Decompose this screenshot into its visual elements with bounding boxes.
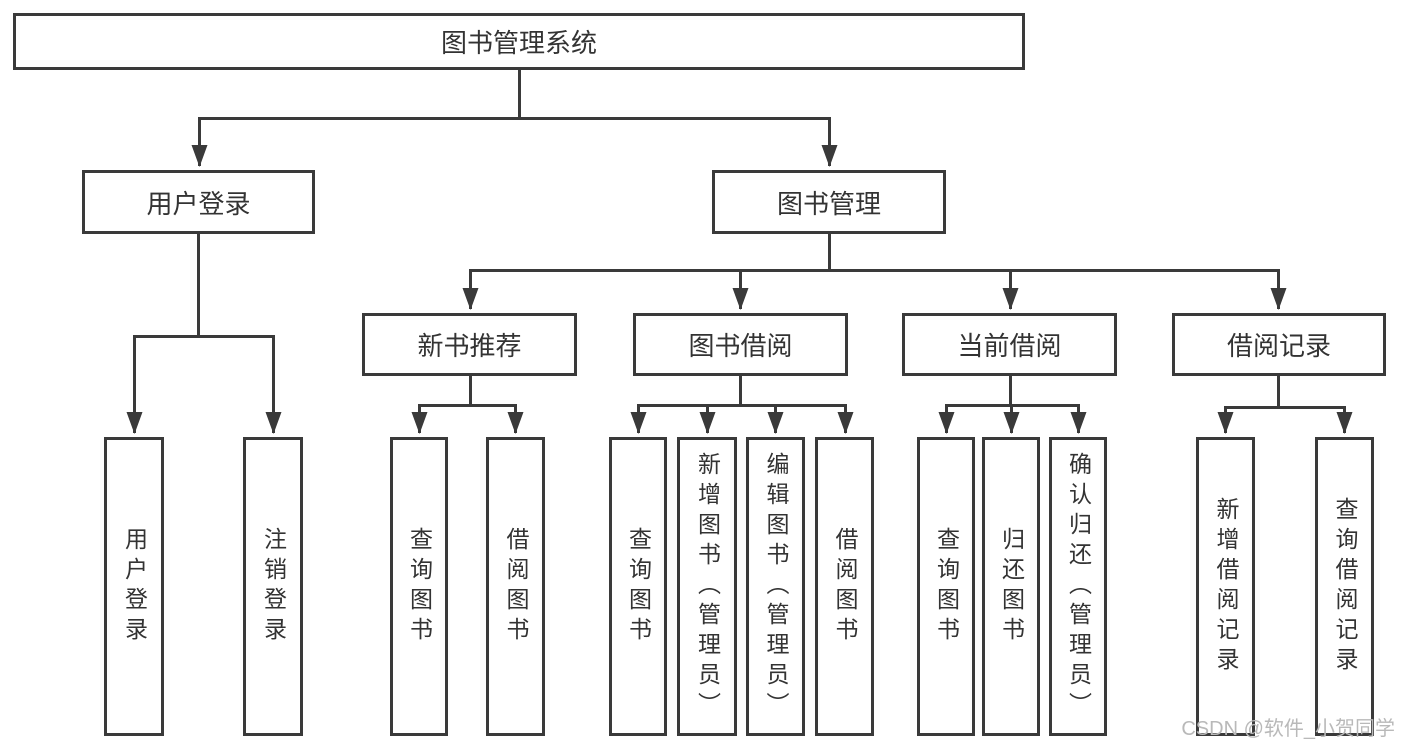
node-book-borrow-label: 图书借阅 [688,331,793,361]
leaf-current-confirm-return-admin-label: 确认归还（管理员） [1065,451,1092,722]
node-current-borrow: 当前借阅 [902,313,1117,376]
connector-records-to-leaves [1217,375,1353,434]
node-borrow-records-label: 借阅记录 [1226,331,1331,361]
leaf-records-add-record-label: 新增借阅记录 [1213,496,1239,677]
root-node-label: 图书管理系统 [440,28,597,58]
leaf-records-query-record-label: 查询借阅记录 [1332,496,1358,677]
leaf-records-query-record: 查询借阅记录 [1315,437,1374,736]
leaf-user-login-label: 用户登录 [121,526,148,647]
leaf-borrow-borrow-books: 借阅图书 [815,437,874,736]
connector-current-borrow-to-leaves [938,375,1087,434]
leaf-borrow-edit-books-admin-label: 编辑图书（管理员） [763,451,789,722]
leaf-current-return-books-label: 归还图书 [998,526,1025,647]
leaf-recommend-borrow-books: 借阅图书 [486,437,545,736]
connector-root-to-level1 [191,68,838,167]
leaf-borrow-query-books-label: 查询图书 [625,526,652,647]
connector-book-mgmt-to-level2 [462,233,1287,310]
connector-book-borrow-to-leaves [630,375,854,434]
leaf-recommend-query-books-label: 查询图书 [406,526,433,647]
root-node: 图书管理系统 [13,13,1025,70]
node-book-mgmt: 图书管理 [712,170,946,234]
leaf-user-login: 用户登录 [104,437,164,736]
leaf-borrow-query-books: 查询图书 [609,437,667,736]
leaf-borrow-add-books-admin: 新增图书（管理员） [677,437,737,736]
leaf-current-return-books: 归还图书 [982,437,1040,736]
leaf-current-query-books: 查询图书 [917,437,975,736]
leaf-logout-label: 注销登录 [260,526,287,647]
leaf-borrow-add-books-admin-label: 新增图书（管理员） [694,451,721,722]
leaf-current-query-books-label: 查询图书 [933,526,960,647]
connector-user-login-to-leaves [126,233,282,434]
node-new-book-recommend-label: 新书推荐 [417,331,522,361]
leaf-records-add-record: 新增借阅记录 [1196,437,1255,736]
leaf-borrow-borrow-books-label: 借阅图书 [832,526,858,647]
node-book-borrow: 图书借阅 [633,313,848,376]
csdn-watermark: CSDN @软件_小贺同学 [1181,718,1395,740]
node-book-mgmt-label: 图书管理 [776,188,881,219]
leaf-logout: 注销登录 [243,437,303,736]
node-user-login-label: 用户登录 [146,188,251,219]
leaf-recommend-borrow-books-label: 借阅图书 [503,526,529,647]
node-current-borrow-label: 当前借阅 [957,331,1062,361]
connector-new-book-to-leaves [411,375,524,434]
node-new-book-recommend: 新书推荐 [362,313,577,376]
node-borrow-records: 借阅记录 [1172,313,1386,376]
node-user-login: 用户登录 [82,170,315,234]
leaf-recommend-query-books: 查询图书 [390,437,448,736]
leaf-borrow-edit-books-admin: 编辑图书（管理员） [746,437,805,736]
leaf-current-confirm-return-admin: 确认归还（管理员） [1049,437,1107,736]
